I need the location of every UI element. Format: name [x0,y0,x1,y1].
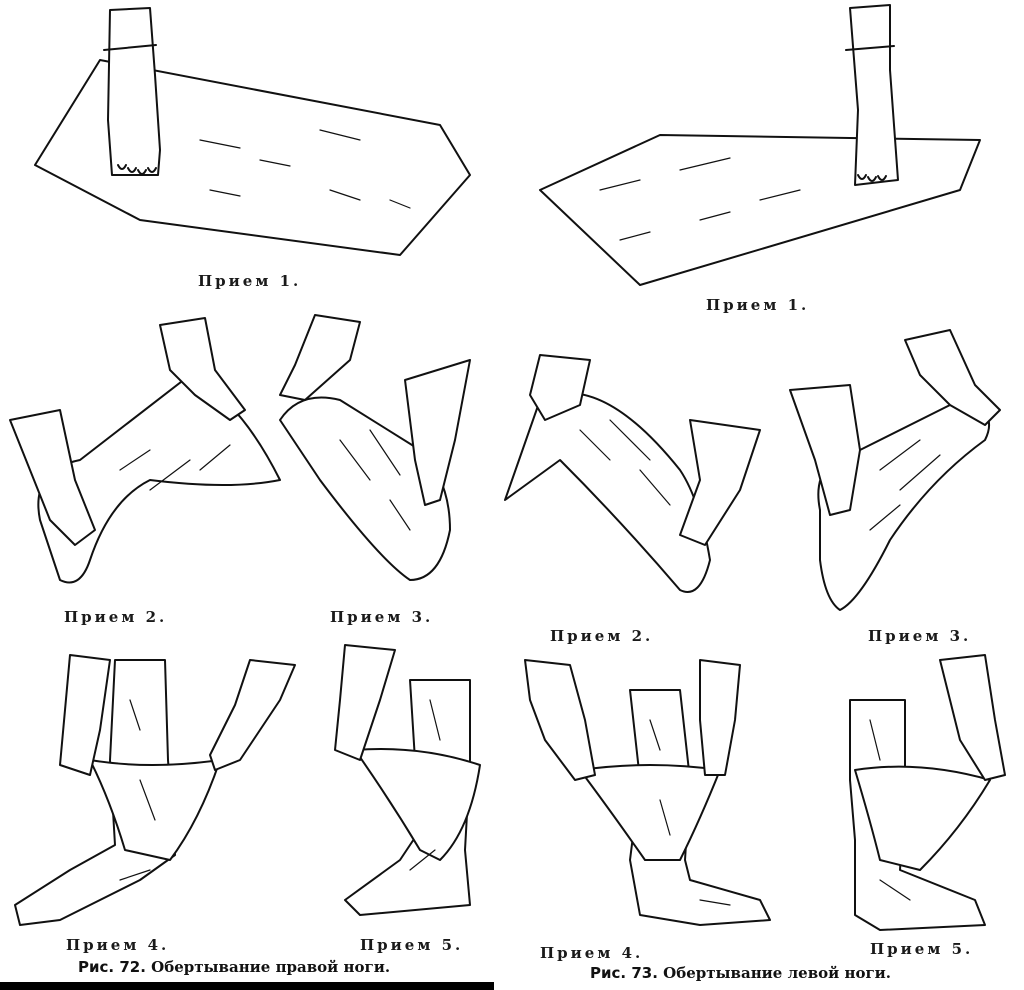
fig72-step5-drawing [334,644,481,916]
fig73-step2-drawing [504,354,761,593]
fig72-step3-drawing [279,314,471,581]
fig73-step1-drawing [539,4,981,286]
scan-edge-bar [0,982,494,990]
fig73-step3-drawing [789,329,1001,611]
fig72-caption-text: Обертывание правой ноги. [151,958,391,976]
fig73-caption-text: Обертывание левой ноги. [663,964,891,982]
fig73-step1-label: Прием 1. [706,296,810,314]
fig73-step5-drawing [849,654,1006,931]
fig73-step4-drawing [524,659,771,926]
fig72-step5-label: Прием 5. [360,936,464,954]
fig73-step2-label: Прием 2. [550,627,654,645]
fig73-step5-label: Прием 5. [870,940,974,958]
fig72-caption: Рис. 72. Обертывание правой ноги. [78,958,390,976]
fig73-number: Рис. 73. [590,964,658,982]
fig72-step4-label: Прием 4. [66,936,170,954]
fig73-step3-label: Прием 3. [868,627,972,645]
fig72-number: Рис. 72. [78,958,146,976]
fig73-step4-label: Прием 4. [540,944,644,962]
fig72-step1-label: Прием 1. [198,272,302,290]
fig72-step2-label: Прием 2. [64,608,168,626]
fig72-step1-drawing [34,7,471,256]
fig72-step3-label: Прием 3. [330,608,434,626]
fig73-caption: Рис. 73. Обертывание левой ноги. [590,964,891,982]
fig72-step2-drawing [9,317,281,584]
fig72-step4-drawing [14,654,296,926]
